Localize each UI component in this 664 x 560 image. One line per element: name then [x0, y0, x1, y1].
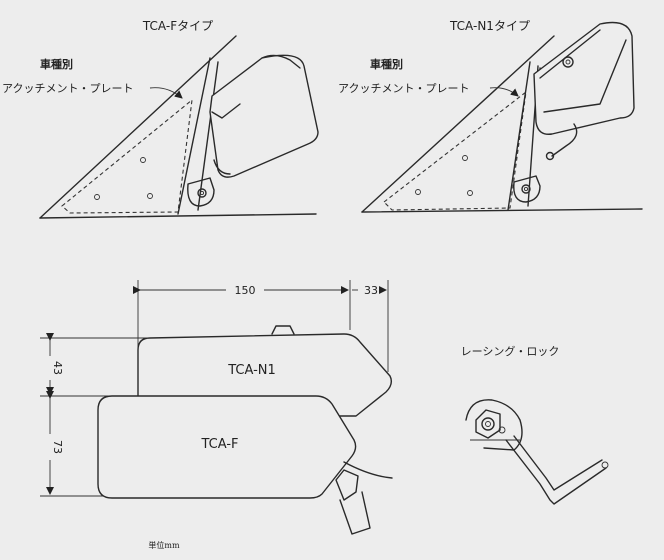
tca-n1-type-title: TCA-N1タイプ [449, 19, 530, 33]
sill-line [39, 213, 317, 219]
mount-post-rear [197, 61, 219, 211]
dim-width-extra: 33 [364, 284, 378, 297]
lock-lever-rod-edge [513, 435, 603, 491]
lock-bolt [481, 417, 495, 431]
attachment-plate-outline [383, 90, 527, 211]
pivot-bolt [521, 184, 531, 194]
lock-pivot [545, 151, 555, 161]
mount-post-front [507, 61, 531, 211]
sill-line [361, 208, 643, 213]
pillar-line [361, 35, 555, 213]
mirror-stem [213, 159, 231, 175]
plate-hole [415, 189, 421, 195]
pillar-line [39, 35, 237, 219]
lock-lever-rod [505, 439, 607, 505]
mirror-top-edge [261, 54, 301, 69]
racing-lock-detail: レーシング・ロック [461, 344, 609, 505]
tca-f-type-title: TCA-Fタイプ [142, 19, 213, 33]
dim-width-main: 150 [235, 284, 256, 297]
lock-pin [498, 426, 506, 434]
attachment-label-line1: 車種別 [370, 57, 403, 71]
leader-arrow [489, 87, 519, 97]
lock-bolt-center [485, 421, 491, 427]
tca-n1-installation-view: TCA-N1タイプ 車種別 アクッチメント・プレート [338, 19, 643, 213]
unit-note: 単位mm [148, 540, 180, 550]
lock-lever-tip [601, 461, 609, 469]
tca-n1-top-tab [271, 325, 295, 335]
plate-hole [94, 194, 100, 200]
mirror-lock-lever [551, 123, 578, 157]
tca-f-installation-view: TCA-Fタイプ 車種別 アクッチメント・プレート [2, 19, 319, 219]
dimension-drawing: 150 33 43 73 TCA-N1 TCA-F 単位mm [40, 280, 393, 550]
plate-hole [462, 155, 468, 161]
mount-stem-post [339, 491, 371, 535]
mount-post-front [177, 57, 211, 215]
dim-height-lower: 73 [51, 440, 64, 454]
lock-nut [475, 409, 501, 439]
plate-hole [467, 190, 473, 196]
tca-n1-box-label: TCA-N1 [227, 363, 276, 378]
tca-f-box-label: TCA-F [200, 437, 238, 452]
mirror-adjust-knob [562, 56, 574, 68]
plate-hole [140, 157, 146, 163]
attachment-plate-outline [61, 98, 193, 214]
tca-f-outline [97, 395, 357, 499]
mirror-adjust-knob-center [565, 59, 571, 65]
pivot-block [187, 177, 215, 207]
mirror-inner-edge [211, 103, 241, 119]
mount-base-line [343, 461, 393, 479]
mirror-housing [209, 54, 319, 178]
attachment-label-line1: 車種別 [40, 57, 73, 71]
mirror-face-edge [543, 39, 627, 113]
dim-height-upper: 43 [51, 361, 64, 375]
mount-stem-block [335, 469, 359, 501]
plate-hole [147, 193, 153, 199]
pivot-bolt-center [523, 186, 529, 192]
attachment-label-line2: アクッチメント・プレート [338, 82, 469, 95]
pivot-bolt-center [199, 190, 205, 196]
pivot-block [513, 175, 541, 203]
mirror-top-edge [539, 29, 601, 79]
racing-lock-title: レーシング・ロック [461, 344, 560, 358]
lock-housing [465, 399, 523, 451]
attachment-label-line2: アクッチメント・プレート [2, 82, 133, 95]
pivot-bolt [197, 188, 207, 198]
leader-arrow [149, 87, 183, 99]
mirror-housing [533, 21, 635, 135]
